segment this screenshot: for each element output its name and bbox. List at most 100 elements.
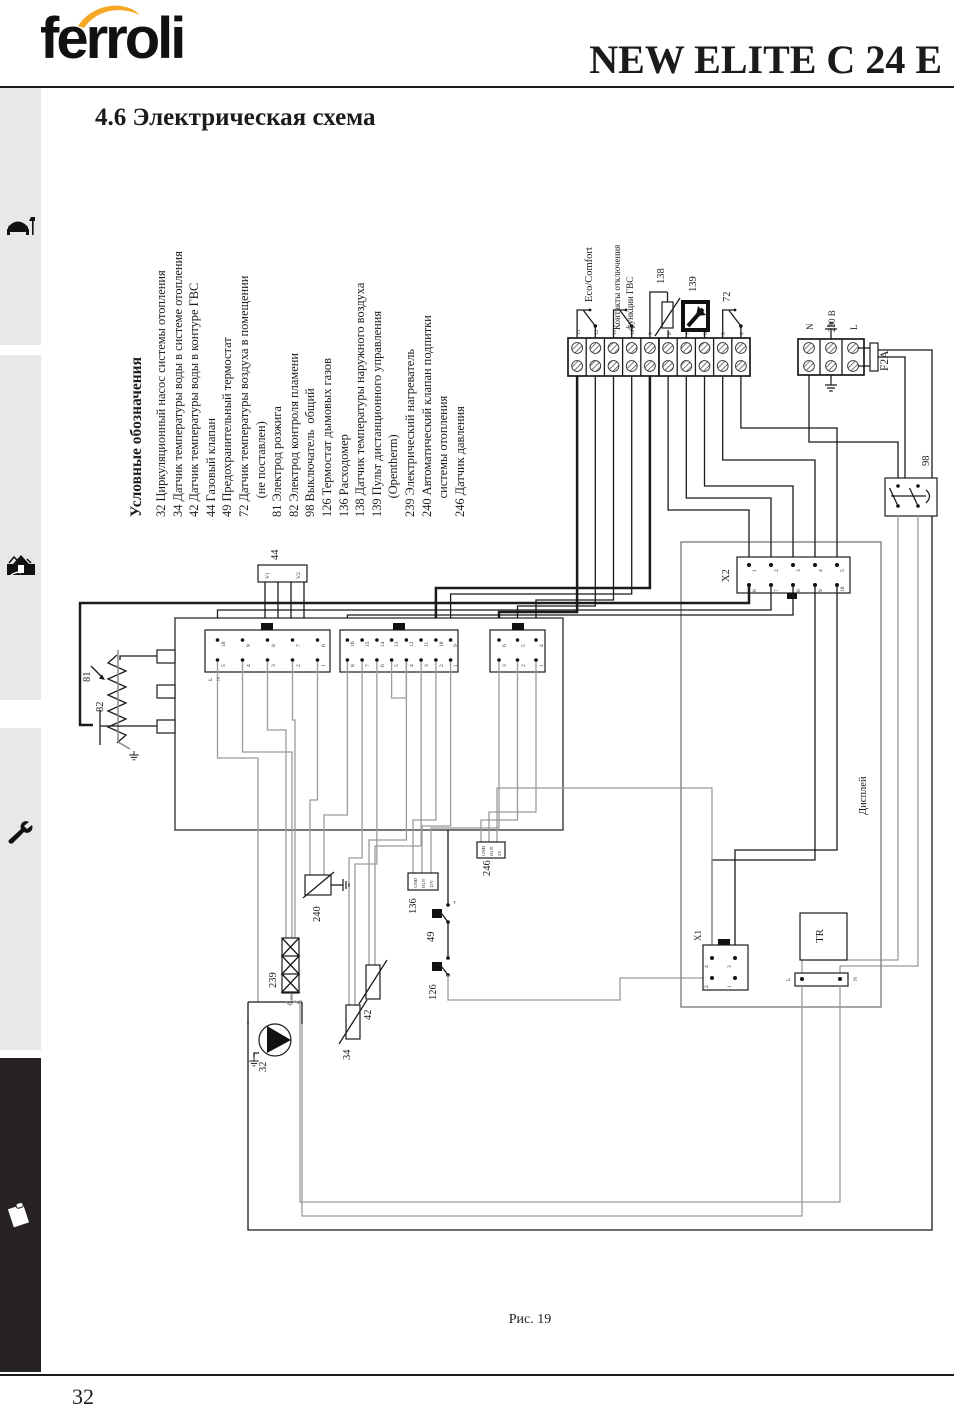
wire — [266, 662, 287, 938]
wire — [516, 376, 596, 638]
mains-l-label: L — [849, 325, 859, 331]
wire — [348, 662, 363, 1005]
heater-239-label: 239 — [268, 972, 279, 988]
tr-label: TR — [815, 929, 826, 942]
pin-label: 8 — [350, 664, 356, 667]
pin-label: GND — [481, 845, 486, 856]
wire — [430, 662, 500, 873]
terminal-number: 9 — [648, 332, 654, 335]
thermostat-72-label: 72 — [722, 292, 733, 303]
pin-label: 10 — [221, 641, 227, 647]
sensor-138-label: 138 — [656, 268, 667, 284]
pin-label: 3 — [424, 664, 430, 667]
house-icon — [7, 555, 35, 576]
pin-label: 16 — [350, 641, 356, 647]
transformer-tr: TR L N — [786, 912, 859, 987]
wire — [447, 975, 712, 1001]
pin-label: 8 — [796, 589, 802, 592]
wire — [374, 662, 422, 965]
t-mark: T — [453, 900, 456, 905]
x2-label: X2 — [721, 569, 732, 582]
burner-coil — [106, 654, 128, 744]
pin-label: 7 — [296, 644, 302, 647]
wire — [354, 662, 378, 1005]
flame-electrode — [117, 650, 131, 750]
fuse-f2a: F2A — [858, 342, 891, 372]
pin-label: 2 — [521, 664, 527, 667]
dhw-disable-switch: Контакты отключения функции ГВС — [612, 245, 635, 338]
pin-label: 3 — [796, 569, 802, 572]
pin-label: 6 — [380, 664, 386, 667]
wire-loop-outer — [247, 349, 933, 1231]
pin-label: 3 — [727, 965, 733, 968]
burner-electrodes: 81 82 — [82, 649, 176, 761]
pin-label: 2 — [439, 664, 445, 667]
pin-label: N — [853, 977, 859, 981]
model-title: NEW ELITE C 24 E — [589, 37, 942, 82]
pin-label: 4 — [246, 664, 252, 667]
terminal-number: 13 — [576, 329, 582, 335]
wire-l — [878, 356, 906, 478]
wire — [703, 376, 794, 557]
eco-comfort-label: Eco/Comfort — [584, 247, 595, 302]
sidebar-tab-4-active — [0, 1058, 41, 1372]
header-rule — [0, 86, 954, 88]
wire — [323, 662, 349, 875]
pin-label: 9 — [453, 644, 459, 647]
wire-electrode-82 — [99, 710, 157, 745]
pump-32-label: 32 — [258, 1062, 269, 1073]
valve-44-label: 44 — [270, 549, 281, 560]
pin-label: L — [786, 977, 792, 981]
pin-label: 1 — [453, 664, 459, 667]
pin-label: 1 — [727, 985, 733, 988]
electrode-81-label: 81 — [82, 672, 93, 683]
pin-label: 9 — [246, 644, 252, 647]
wire — [496, 787, 713, 956]
terminal-number: 12 — [594, 329, 600, 335]
display-label: Дисплей — [858, 776, 869, 815]
wire-thick — [78, 585, 751, 727]
wire — [535, 376, 615, 638]
pin-label: 6 — [321, 644, 327, 647]
sidebar-tab-2 — [0, 355, 41, 700]
pin-label: 1 — [321, 664, 327, 667]
pin-label: 5V — [497, 850, 502, 856]
room-thermostat-72: 72 — [722, 292, 743, 338]
wire — [241, 662, 293, 1002]
connector-x2: 1 2 3 4 5 6 7 8 9 10 X2 — [721, 556, 851, 599]
terminal-number: 11 — [612, 329, 618, 335]
pin-label: 2 — [774, 569, 780, 572]
pin-label: 1 — [539, 664, 545, 667]
wire — [488, 662, 537, 842]
wire-electrode-81 — [119, 655, 157, 660]
display-board — [680, 541, 882, 1008]
outdoor-sensor-138: 138 — [649, 268, 681, 338]
sensor-34-label: 34 — [342, 1049, 353, 1060]
wire — [216, 662, 259, 1002]
pin-label: 11 — [424, 641, 430, 647]
wire — [480, 662, 519, 842]
wire-thick — [497, 376, 579, 638]
pin-label: 4 — [818, 569, 824, 572]
pin-label: 7 — [365, 664, 371, 667]
wire — [740, 376, 838, 557]
pin-label: OUT — [489, 846, 494, 856]
pin-label: 6 — [502, 644, 508, 647]
pin-label: 1 — [752, 569, 758, 572]
pin-label: 4 — [539, 644, 545, 647]
terminal-number: 10 — [630, 329, 636, 335]
page-number: 32 — [72, 1384, 94, 1409]
flue-thermostat-126: 126 — [428, 922, 712, 1001]
pin-label: 10 — [439, 641, 445, 647]
main-switch-98: 98 — [884, 456, 938, 517]
dhw-disable-label: Контакты отключения — [612, 245, 622, 330]
terminal-number: 4 — [739, 332, 745, 335]
wrench-icon — [8, 821, 33, 844]
pin-label: 13 — [394, 641, 400, 647]
pin-label: 3 — [502, 664, 508, 667]
valve-240-label: 240 — [312, 906, 323, 922]
mains-230v-label: 230 В — [827, 310, 837, 332]
pin-label: GND — [413, 877, 418, 888]
wire-n — [808, 375, 899, 478]
pin-label: 12 — [409, 641, 415, 647]
